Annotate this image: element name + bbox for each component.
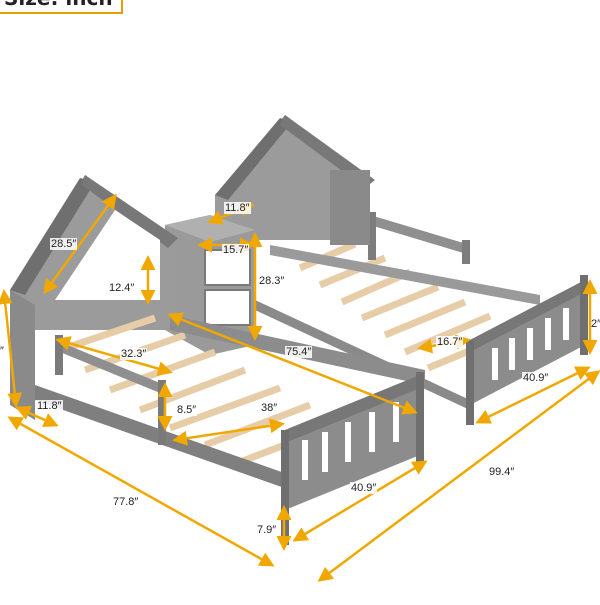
- dim-base-depth: 11.8″: [36, 400, 63, 412]
- dim-left-height: ″: [0, 345, 4, 357]
- right-bed-guardrail: [370, 215, 470, 255]
- dim-shelf-top-depth: 11.8″: [224, 202, 251, 214]
- dim-side-rail-left: 32.3″: [120, 348, 148, 360]
- dim-total-width: 99.4″: [488, 466, 516, 478]
- shelf-compartment-bottom: [204, 289, 251, 326]
- dim-width-left: 40.9″: [350, 482, 378, 494]
- dim-guard-height: 8.5″: [176, 404, 198, 416]
- dim-shelf-height: 28.3″: [258, 275, 286, 287]
- dim-overall-length: 75.4″: [285, 346, 313, 358]
- dim-footboard-right: 16.7″: [436, 336, 464, 348]
- dim-leg-height: 7.9″: [256, 524, 278, 536]
- dim-total-length: 77.8″: [112, 496, 140, 508]
- dim-roof-slope: 28.5″: [50, 238, 78, 250]
- dim-right-height: 2″: [591, 318, 600, 330]
- size-unit-label: Size: inch: [0, 0, 123, 14]
- dimension-arrows: [0, 193, 600, 582]
- dim-shelf-width: 15.7″: [222, 244, 250, 256]
- dim-width-right: 40.9″: [522, 372, 550, 384]
- dim-window-height: 12.4″: [108, 282, 136, 294]
- dim-inner-length: 38″: [260, 402, 279, 414]
